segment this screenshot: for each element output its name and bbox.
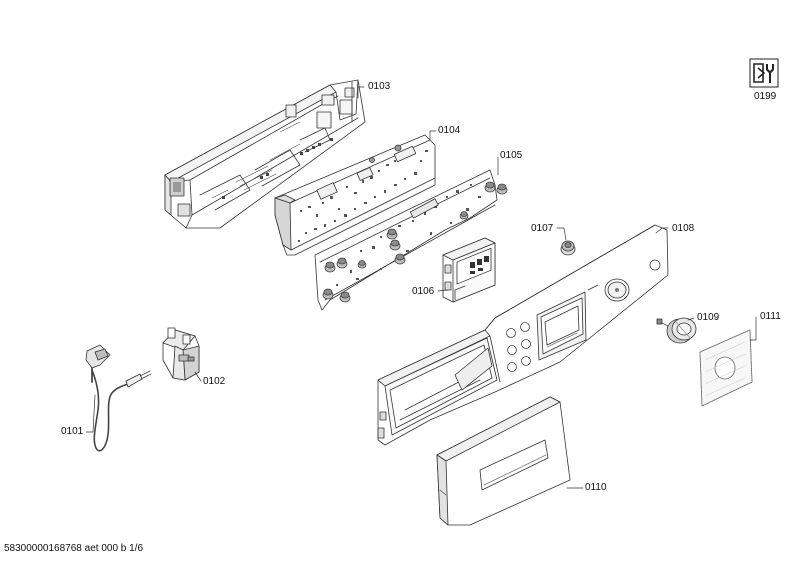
part-0111-foil — [699, 329, 753, 407]
label-0104: 0104 — [438, 125, 461, 136]
part-0110-drawer-handle — [436, 396, 571, 526]
part-0103-frame — [164, 79, 366, 229]
label-0101: 0101 — [61, 426, 84, 437]
label-0109: 0109 — [697, 312, 720, 323]
part-0104-main-board — [274, 134, 436, 256]
document-footer: 58300000168768 aet 000 b 1/6 — [4, 543, 144, 554]
part-0102-filter — [162, 327, 200, 381]
part-0108-fascia-panel — [377, 224, 669, 446]
part-0109-knob — [656, 317, 697, 344]
label-0108: 0108 — [672, 223, 695, 234]
part-0101-mains-cable — [85, 344, 152, 452]
part-0107-knob-insert — [560, 240, 576, 256]
label-0111: 0111 — [760, 311, 781, 322]
leader-lines — [85, 86, 757, 489]
part-0105-key-board — [314, 169, 508, 311]
label-0110: 0110 — [585, 482, 607, 493]
label-0199: 0199 — [754, 91, 777, 102]
label-0105: 0105 — [500, 150, 523, 161]
label-0106: 0106 — [412, 286, 435, 297]
label-0103: 0103 — [368, 81, 391, 92]
label-0107: 0107 — [531, 223, 554, 234]
pcb-buttons — [322, 181, 508, 303]
tools-service-icon[interactable] — [749, 58, 779, 88]
part-0106-display-module — [442, 237, 496, 303]
label-0102: 0102 — [203, 376, 226, 387]
